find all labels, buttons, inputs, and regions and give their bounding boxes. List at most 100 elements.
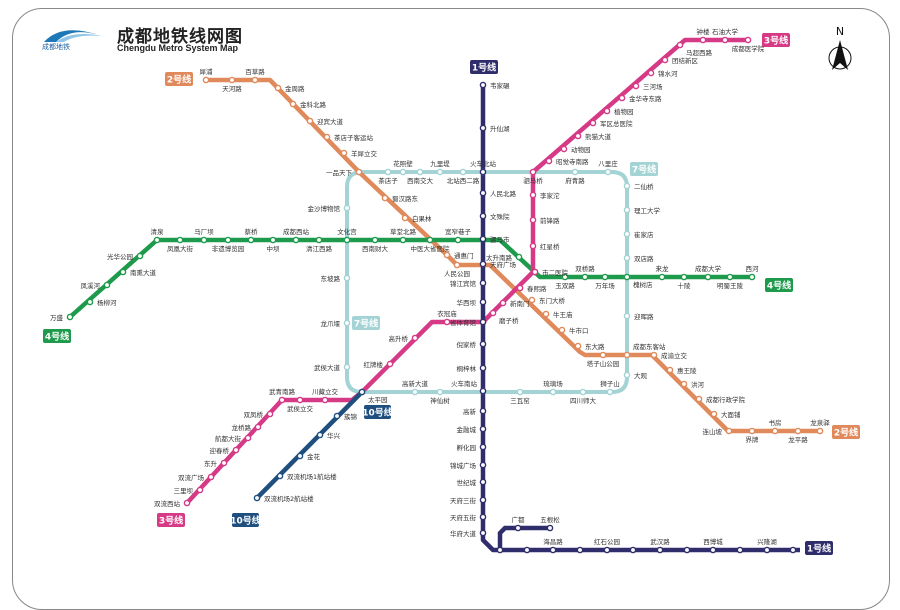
line10-badge[interactable]: 10号线 — [362, 405, 393, 419]
station-marker[interactable] — [224, 236, 232, 244]
station-marker[interactable] — [266, 410, 274, 418]
station-marker[interactable] — [479, 340, 487, 348]
line3-badge[interactable]: 3号线 — [762, 33, 790, 47]
station-marker[interactable] — [371, 236, 379, 244]
station-marker[interactable] — [661, 56, 669, 64]
station-marker[interactable] — [289, 100, 297, 108]
station-marker[interactable] — [254, 423, 262, 431]
station-marker[interactable] — [296, 452, 304, 460]
station-marker[interactable] — [200, 236, 208, 244]
station-marker[interactable] — [292, 236, 300, 244]
line4-badge[interactable]: 4号线 — [43, 329, 71, 343]
station-marker[interactable] — [794, 427, 802, 435]
line1-badge[interactable]: 1号线 — [470, 60, 498, 74]
station-marker[interactable] — [546, 524, 554, 532]
station-marker[interactable] — [656, 546, 664, 554]
station-marker[interactable] — [426, 236, 434, 244]
station-marker[interactable] — [443, 251, 451, 259]
station-marker[interactable] — [479, 81, 487, 89]
station-marker[interactable] — [479, 318, 487, 326]
station-marker[interactable] — [343, 204, 351, 212]
station-marker[interactable] — [549, 546, 557, 554]
station-marker[interactable] — [479, 260, 487, 268]
station-marker[interactable] — [531, 268, 539, 276]
station-marker[interactable] — [479, 279, 487, 287]
station-marker[interactable] — [399, 236, 407, 244]
station-marker[interactable] — [479, 513, 487, 521]
station-marker[interactable] — [119, 268, 127, 276]
station-marker[interactable] — [623, 254, 631, 262]
station-marker[interactable] — [725, 427, 733, 435]
station-marker[interactable] — [529, 168, 537, 176]
station-marker[interactable] — [479, 364, 487, 372]
station-marker[interactable] — [479, 298, 487, 306]
station-marker[interactable] — [603, 546, 611, 554]
station-marker[interactable] — [306, 117, 314, 125]
station-marker[interactable] — [136, 252, 144, 260]
station-marker[interactable] — [176, 236, 184, 244]
station-marker[interactable] — [618, 94, 626, 102]
station-marker[interactable] — [416, 168, 424, 176]
station-marker[interactable] — [623, 312, 631, 320]
station-marker[interactable] — [381, 194, 389, 202]
station-marker[interactable] — [296, 396, 304, 404]
station-marker[interactable] — [479, 443, 487, 451]
station-marker[interactable] — [529, 216, 537, 224]
station-marker[interactable] — [399, 168, 407, 176]
station-marker[interactable] — [251, 76, 259, 84]
station-marker[interactable] — [436, 168, 444, 176]
line7-badge[interactable]: 7号线 — [352, 316, 380, 330]
station-marker[interactable] — [748, 273, 756, 281]
station-marker[interactable] — [606, 388, 614, 396]
line4-badge[interactable]: 4号线 — [765, 278, 793, 292]
station-marker[interactable] — [244, 434, 252, 442]
station-marker[interactable] — [479, 407, 487, 415]
line2-badge[interactable]: 2号线 — [165, 72, 193, 86]
station-marker[interactable] — [683, 546, 691, 554]
station-marker[interactable] — [103, 281, 111, 289]
station-marker[interactable] — [709, 546, 717, 554]
station-marker[interactable] — [153, 236, 161, 244]
station-marker[interactable] — [515, 253, 523, 261]
station-marker[interactable] — [343, 274, 351, 282]
station-marker[interactable] — [545, 157, 553, 165]
station-marker[interactable] — [623, 182, 631, 190]
station-marker[interactable] — [247, 236, 255, 244]
station-marker[interactable] — [542, 310, 550, 318]
station-marker[interactable] — [323, 133, 331, 141]
station-marker[interactable] — [726, 273, 734, 281]
station-marker[interactable] — [401, 214, 409, 222]
station-marker[interactable] — [529, 191, 537, 199]
station-marker[interactable] — [489, 309, 497, 317]
station-marker[interactable] — [623, 206, 631, 214]
station-marker[interactable] — [789, 546, 797, 554]
station-marker[interactable] — [202, 76, 210, 84]
station-marker[interactable] — [549, 388, 557, 396]
line3-badge[interactable]: 3号线 — [157, 513, 185, 527]
station-marker[interactable] — [321, 396, 329, 404]
station-marker[interactable] — [736, 546, 744, 554]
station-marker[interactable] — [183, 499, 191, 507]
station-marker[interactable] — [499, 299, 507, 307]
station-marker[interactable] — [574, 342, 582, 350]
station-marker[interactable] — [658, 273, 666, 281]
station-marker[interactable] — [479, 189, 487, 197]
station-marker[interactable] — [601, 273, 609, 281]
station-marker[interactable] — [479, 461, 487, 469]
station-marker[interactable] — [479, 496, 487, 504]
station-marker[interactable] — [529, 242, 537, 250]
station-marker[interactable] — [516, 284, 524, 292]
line1-badge[interactable]: 1号线 — [805, 541, 833, 555]
station-marker[interactable] — [579, 388, 587, 396]
line7-badge[interactable]: 7号线 — [630, 162, 658, 176]
station-marker[interactable] — [523, 546, 531, 554]
station-marker[interactable] — [763, 546, 771, 554]
station-marker[interactable] — [253, 494, 261, 502]
station-marker[interactable] — [269, 236, 277, 244]
station-marker[interactable] — [629, 546, 637, 554]
station-marker[interactable] — [411, 334, 419, 342]
station-marker[interactable] — [479, 478, 487, 486]
station-marker[interactable] — [676, 41, 684, 49]
station-marker[interactable] — [66, 313, 74, 321]
station-marker[interactable] — [744, 36, 752, 44]
